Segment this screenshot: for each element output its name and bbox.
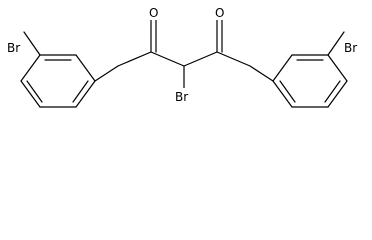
- label-mask: [212, 2, 228, 20]
- chemical-structure-diagram: Br Br Br O O: [4, 2, 365, 108]
- label-mask: [341, 39, 365, 57]
- left-benzene-ring: [20, 54, 96, 108]
- atom-label-br-center: Br: [175, 90, 188, 104]
- right-benzene-ring: [272, 54, 348, 108]
- label-mask: [172, 88, 196, 106]
- atom-label-br-left: Br: [7, 41, 20, 55]
- atom-label-br-right: Br: [344, 41, 357, 55]
- label-mask: [146, 2, 162, 20]
- right-bromine-bond: [327, 31, 345, 56]
- central-carbon-group: [150, 51, 218, 89]
- right-carbonyl-group: [216, 19, 274, 82]
- label-mask: [4, 39, 28, 57]
- left-carbonyl-group: [94, 19, 157, 82]
- atom-label-o-right: O: [215, 6, 224, 20]
- atom-label-o-left: O: [149, 6, 158, 20]
- left-bromine-bond: [23, 31, 41, 56]
